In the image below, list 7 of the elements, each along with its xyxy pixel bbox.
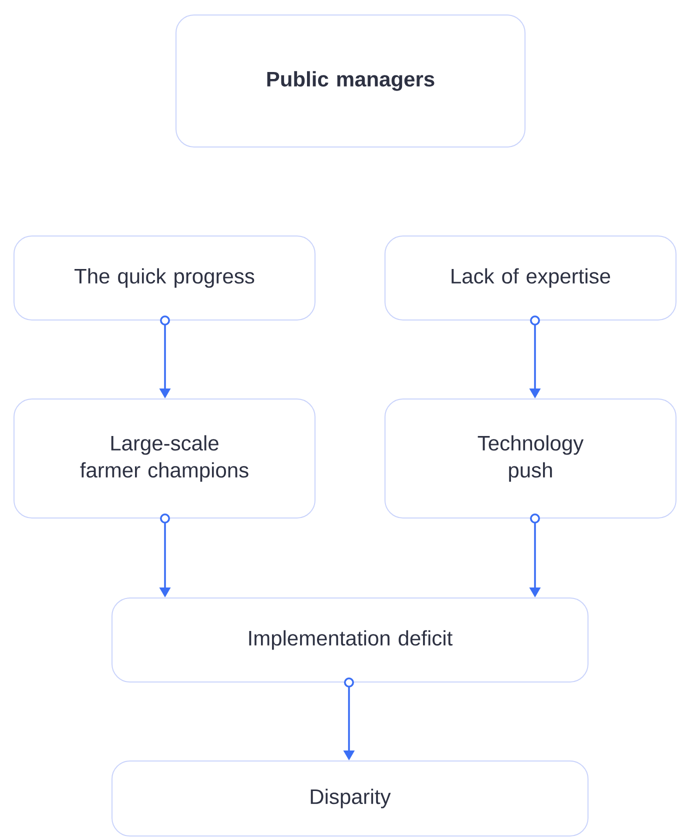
process-box: Technology push xyxy=(384,398,676,518)
process-box: Large-scale farmer champions xyxy=(14,398,316,518)
process-box: Lack of expertise xyxy=(384,236,676,320)
process-box: The quick progress xyxy=(14,236,316,320)
process-box: Disparity xyxy=(112,760,588,836)
process-box: Implementation deficit xyxy=(112,598,588,682)
title-box: Public managers xyxy=(176,14,526,148)
